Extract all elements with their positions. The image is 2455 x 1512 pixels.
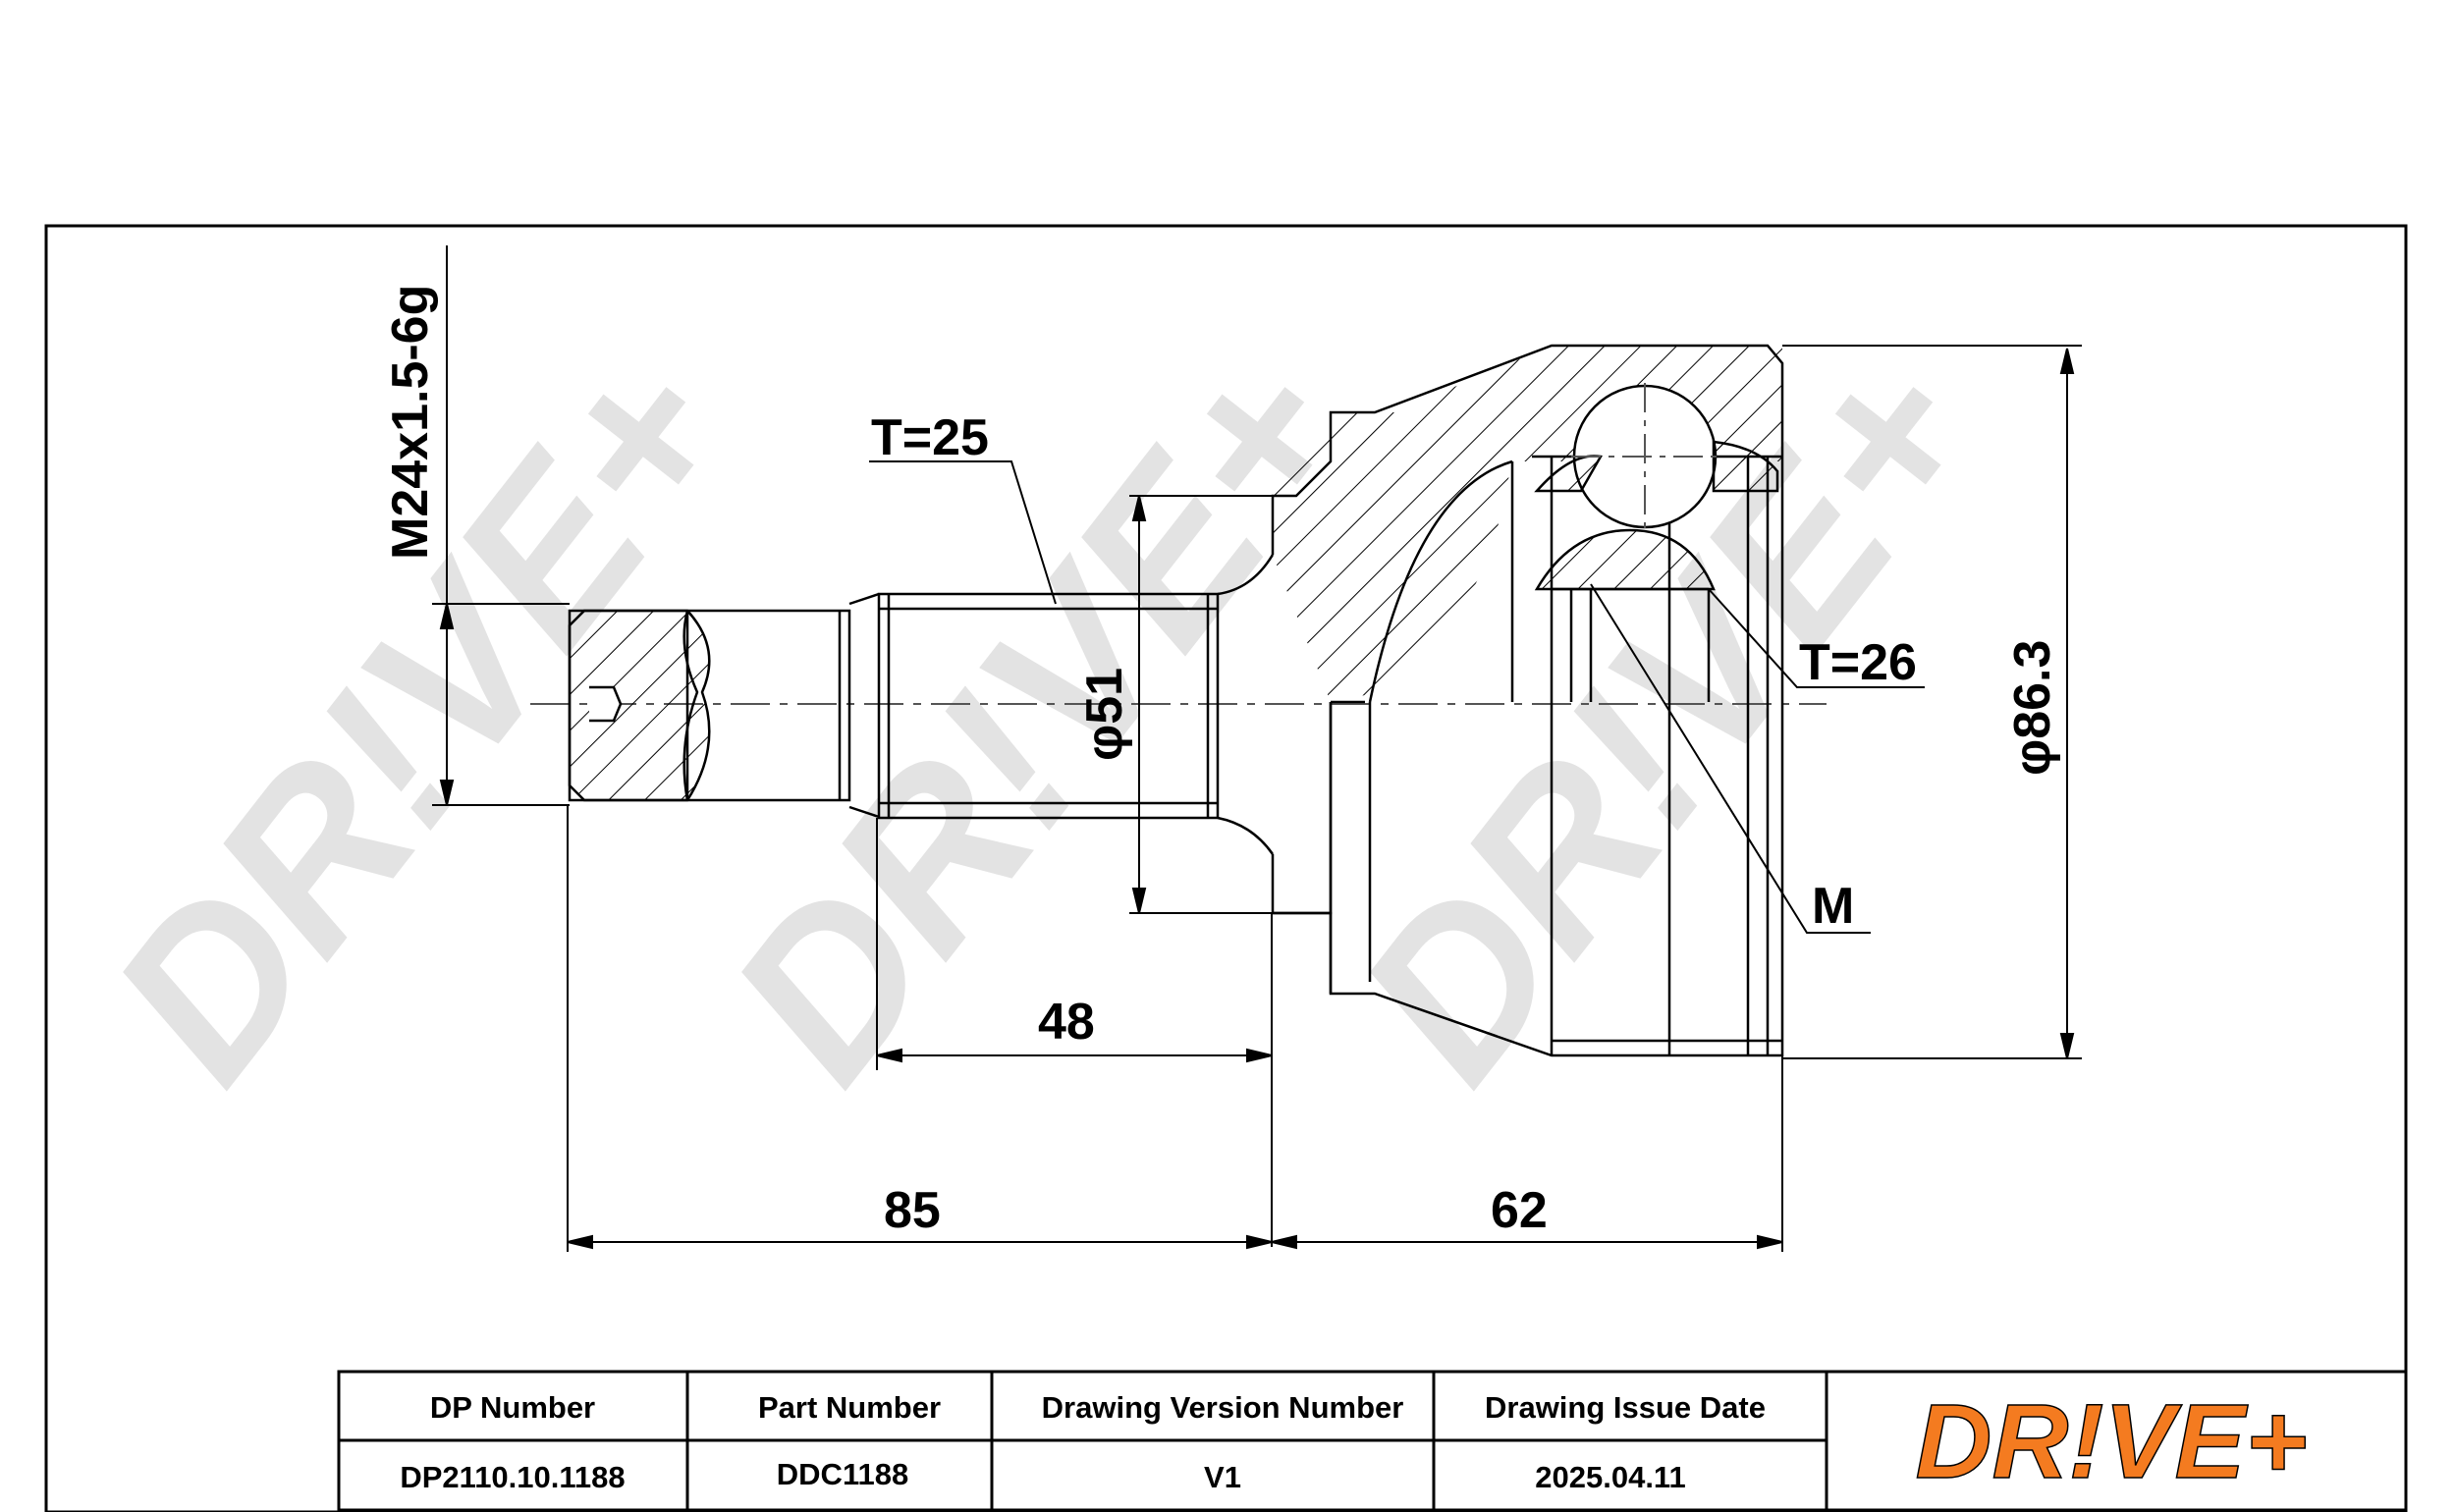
spline-length-label: 48 — [1038, 994, 1095, 1051]
ball-cage — [1534, 383, 1779, 591]
spline-shaft — [877, 554, 1275, 855]
header-dp-number: DP Number — [430, 1390, 595, 1425]
body-length-label: 62 — [1491, 1182, 1548, 1239]
brand-logo: DR!VE+ — [1915, 1381, 2307, 1500]
header-issue-date: Drawing Issue Date — [1485, 1390, 1766, 1425]
value-dp-number: DP2110.10.1188 — [400, 1460, 625, 1494]
header-drawing-version: Drawing Version Number — [1042, 1390, 1404, 1425]
marker-m-label: M — [1812, 878, 1854, 935]
phi86-group: φ86.3 — [2004, 640, 2061, 776]
thread-end — [568, 592, 880, 819]
value-drawing-version: V1 — [1204, 1460, 1241, 1494]
teeth-inner-label: T=26 — [1799, 634, 1917, 691]
value-part-number: DDC1188 — [777, 1457, 908, 1491]
header-part-number: Part Number — [758, 1390, 941, 1425]
value-issue-date: 2025.04.11 — [1535, 1460, 1685, 1494]
dimension-lines — [432, 245, 2082, 1252]
drawing-frame — [44, 224, 2408, 1512]
thread-dim-group: M24x1.5-6g — [382, 285, 439, 560]
teeth-outer-label: T=25 — [871, 409, 989, 466]
shaft-diameter-label: φ51 — [1076, 668, 1133, 761]
thread-spec-label: M24x1.5-6g — [382, 285, 439, 560]
title-block — [337, 1370, 2408, 1512]
shaft-length-label: 85 — [884, 1182, 941, 1239]
outer-diameter-label: φ86.3 — [2004, 640, 2061, 776]
phi51-group: φ51 — [1076, 668, 1133, 761]
